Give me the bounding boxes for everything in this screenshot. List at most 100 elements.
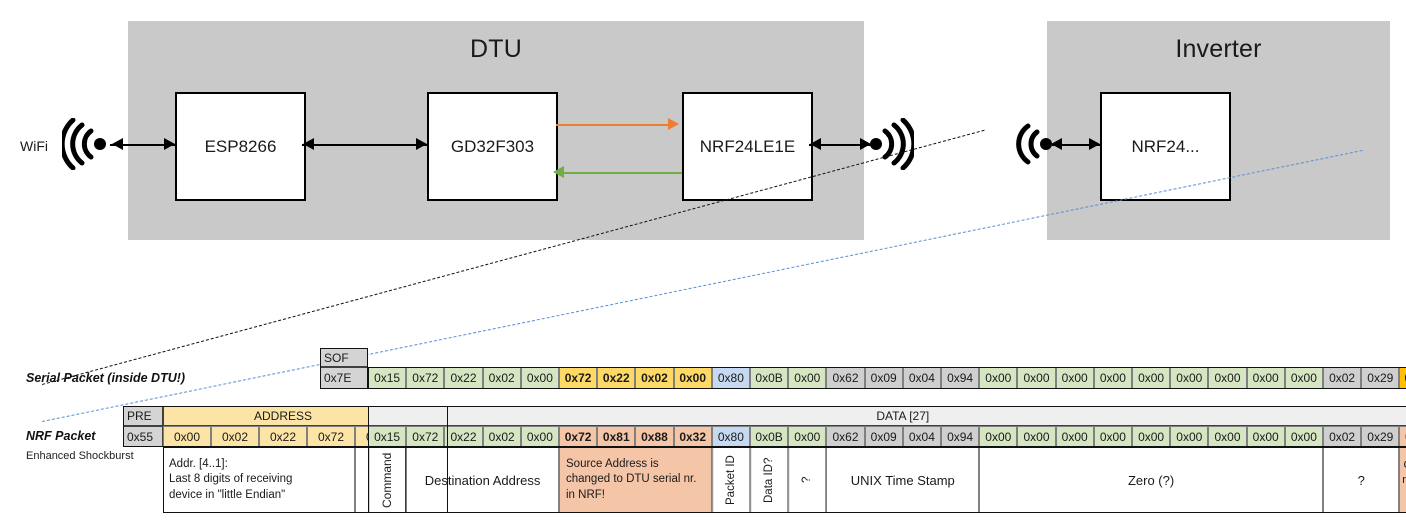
serial-byte-18: 0x00	[1055, 367, 1094, 389]
cell-text: 0x22	[450, 371, 477, 385]
block-diagram: DTU Inverter WiFi ESP8266 GD32F303 NRF24…	[0, 0, 1406, 422]
nrf-byte-15: 0x94	[941, 426, 980, 447]
annotation-data-id: Data ID?	[750, 447, 789, 513]
arrowhead-right-icon	[416, 138, 427, 150]
cell-text: 0x72	[564, 429, 592, 444]
arrowhead-left-icon	[553, 166, 564, 178]
rf-antenna-icon	[866, 117, 917, 175]
cell-text: 0x15	[374, 429, 401, 444]
cell-text: 0x15	[374, 371, 401, 385]
cell-text: 0x00	[1138, 429, 1165, 444]
bus-antenna-nrf24	[1052, 144, 1100, 146]
cell-text: ?	[801, 476, 814, 484]
cell-text: 0x00	[1214, 371, 1241, 385]
cell-text: 0x02	[488, 371, 515, 385]
arrowhead-left-icon	[303, 138, 314, 150]
nrf-byte-10: 0x0B	[750, 426, 789, 447]
cell-text-line: recalc.	[1402, 473, 1406, 486]
cell-text: 0x00	[173, 429, 201, 444]
cell-text: 0x00	[1290, 371, 1317, 385]
cell-text: 0x00	[1214, 429, 1241, 444]
serial-byte-4: 0x00	[520, 367, 559, 389]
cell-text: 0x62	[832, 429, 859, 444]
serial-byte-26: 0x29	[1361, 367, 1400, 389]
nrf-byte-6: 0x81	[597, 426, 636, 447]
cell-text: 0x4E	[1404, 371, 1406, 385]
cell-text: 0x7E	[324, 371, 352, 385]
cell-text: DATA [27]	[876, 409, 930, 423]
nrf-address-header: ADDRESS	[163, 406, 403, 426]
chip-nrf24le1e: NRF24LE1E	[682, 92, 813, 201]
cell-text: 0x32	[679, 429, 707, 444]
wifi-label: WiFi	[20, 138, 48, 154]
nrf-byte-22: 0x00	[1208, 426, 1247, 447]
chip-label: ESP8266	[204, 136, 277, 156]
annotation-crc8: CRC8recalc.!	[1399, 447, 1406, 513]
cell-text: 0x09	[870, 371, 897, 385]
arrowhead-right-icon	[164, 138, 175, 150]
wifi-antenna-icon	[59, 117, 110, 175]
nrf-byte-17: 0x00	[1017, 426, 1056, 447]
cell-text: 0x81	[602, 429, 630, 444]
nrf-byte-7: 0x88	[635, 426, 674, 447]
serial-byte-1: 0x72	[406, 367, 445, 389]
arrowhead-right-icon	[668, 118, 679, 130]
serial-byte-24: 0x00	[1284, 367, 1323, 389]
cell-text: 0x55	[127, 429, 154, 444]
inverter-title: Inverter	[1175, 35, 1262, 63]
cell-text: 0x04	[908, 371, 935, 385]
annotation-unix-time-stamp: UNIX Time Stamp	[826, 447, 980, 513]
nrf-pre-value: 0x55	[123, 426, 163, 447]
nrf-byte-24: 0x00	[1284, 426, 1323, 447]
cell-text: 0x00	[794, 429, 821, 444]
annotation-command: Command	[368, 447, 407, 513]
arrowhead-right-icon	[860, 138, 871, 150]
cell-text: Destination Address	[424, 472, 541, 488]
cell-text: 0x00	[1176, 371, 1203, 385]
nrf-byte-8: 0x32	[673, 426, 712, 447]
nrf-byte-3: 0x02	[482, 426, 521, 447]
serial-byte-27: 0x4E	[1399, 367, 1406, 389]
nrf-byte-2: 0x22	[444, 426, 483, 447]
cell-text: 0x00	[1061, 371, 1088, 385]
annotation-q1: ?	[788, 447, 827, 513]
annotation-source-note: Source Address is changed to DTU serial …	[559, 447, 712, 513]
chip-label: NRF24...	[1131, 136, 1200, 156]
serial-byte-0: 0x15	[368, 367, 407, 389]
serial-byte-20: 0x00	[1132, 367, 1171, 389]
cell-text: 0x29	[1367, 371, 1394, 385]
cell-text: 0x02	[221, 429, 249, 444]
nrf-byte-18: 0x00	[1055, 426, 1094, 447]
cell-text: 0x00	[1099, 429, 1126, 444]
cell-text: 0x80	[717, 429, 744, 444]
serial-byte-15: 0x94	[941, 367, 980, 389]
cell-text: Source Address is changed to DTU serial …	[566, 458, 697, 501]
cell-text: 0x00	[1176, 429, 1203, 444]
nrf-address-byte-2: 0x22	[259, 426, 307, 447]
nrf-byte-12: 0x62	[826, 426, 865, 447]
cell-text: 0x29	[1367, 429, 1394, 444]
cell-text: 0x00	[1252, 429, 1279, 444]
cell-text: UNIX Time Stamp	[850, 472, 955, 488]
serial-byte-11: 0x00	[788, 367, 827, 389]
cell-text: ADDRESS	[253, 409, 312, 423]
nrf-byte-20: 0x00	[1132, 426, 1171, 447]
cell-text: 0x02	[488, 429, 515, 444]
serial-byte-10: 0x0B	[750, 367, 789, 389]
nrf-byte-19: 0x00	[1093, 426, 1132, 447]
cell-text: 0x72	[317, 429, 345, 444]
bus-esp-gd32	[302, 144, 427, 146]
cell-text: ?	[1357, 472, 1365, 488]
link-gd32-to-nrf-tx	[556, 124, 670, 126]
cell-text: 0x72	[564, 371, 592, 385]
cell-text: 0x00	[526, 429, 553, 444]
nrf-byte-14: 0x04	[902, 426, 941, 447]
cell-text: 0x88	[641, 429, 668, 444]
annotation-packet-id: Packet ID	[711, 447, 750, 513]
arrowhead-left-icon	[1051, 138, 1062, 150]
serial-byte-6: 0x22	[597, 367, 636, 389]
serial-packet-label: Serial Packet (inside DTU!)	[26, 371, 186, 385]
cell-text: 0x00	[679, 371, 707, 385]
nrf-address-byte-3: 0x72	[307, 426, 355, 447]
